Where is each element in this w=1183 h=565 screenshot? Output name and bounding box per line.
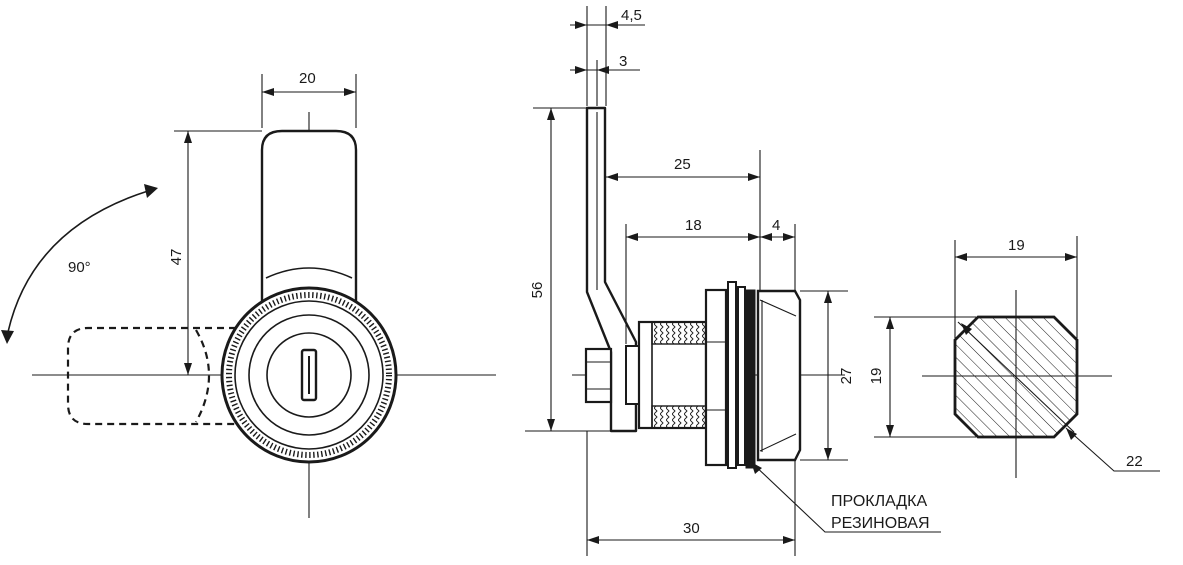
dimension-front-width: 20	[299, 70, 316, 87]
dimension-thickness-plate: 3	[619, 53, 627, 70]
dim-19v-arrow-bottom	[886, 425, 894, 437]
dim-18-arrow-right	[748, 233, 760, 241]
dimension-length-18: 18	[685, 217, 702, 234]
dim-19h-arrow-right	[1065, 253, 1077, 261]
cam-arm-curve	[265, 267, 353, 279]
rotated-cam-arc	[195, 329, 210, 423]
cam-spacer	[625, 345, 640, 405]
dim-3-arrow-left	[575, 66, 587, 74]
lock-ring-knurl	[226, 292, 392, 458]
dim-30-arrow-left	[587, 536, 599, 544]
dim-20-arrow-left	[262, 88, 274, 96]
dimension-length-4: 4	[772, 217, 780, 234]
dimension-square-width: 19	[1008, 237, 1025, 254]
dim-19h-arrow-left	[955, 253, 967, 261]
washer-1	[727, 281, 737, 469]
dim-4-arrow-right	[783, 233, 795, 241]
dim-56-arrow-bottom	[547, 419, 555, 431]
rotation-arrow-arc	[7, 190, 149, 333]
rotated-cam-outline	[66, 326, 236, 426]
rotation-arrowhead-bottom	[1, 330, 14, 344]
diagonal-leader-arrow	[1066, 428, 1077, 440]
gasket-label-line1: ПРОКЛАДКА	[831, 493, 927, 510]
dimension-diameter-27: 27	[838, 368, 855, 385]
dimension-rotation-angle: 90°	[68, 259, 91, 276]
dimension-front-height: 47	[168, 249, 185, 266]
dim-47-arrow-bottom	[184, 363, 192, 375]
diagonal-arrow-top	[961, 323, 972, 335]
dimension-height-56: 56	[529, 282, 546, 299]
dim-47-arrow-top	[184, 131, 192, 143]
dim-45-arrow-left	[575, 21, 587, 29]
dim-4-arrow-left	[760, 233, 772, 241]
rotation-arrowhead-top	[144, 184, 158, 198]
dim-3-arrow-right	[597, 66, 609, 74]
retaining-nut	[584, 347, 613, 404]
dimension-thickness-total: 4,5	[621, 7, 642, 24]
thread-upper	[651, 321, 707, 345]
dim-25-arrow-left	[606, 173, 618, 181]
section-diagonal	[957, 321, 1075, 433]
lock-face	[248, 314, 370, 436]
lock-ring-inner	[234, 300, 384, 450]
dimension-square-height: 19	[868, 368, 885, 385]
dimension-length-25: 25	[674, 156, 691, 173]
dim-27-arrow-top	[824, 291, 832, 303]
dim-30-arrow-right	[783, 536, 795, 544]
side-view: 4,5 3 25 18 4 56	[525, 6, 941, 556]
bezel-taper	[759, 299, 797, 452]
gasket-label-line2: РЕЗИНОВАЯ	[831, 515, 930, 532]
dimension-total-length: 30	[683, 520, 700, 537]
dim-25-arrow-right	[748, 173, 760, 181]
dim-18-arrow-left	[626, 233, 638, 241]
mounting-nut	[704, 288, 728, 467]
diagonal-leader-line	[1065, 427, 1160, 472]
rubber-gasket	[745, 289, 756, 469]
square-section-view: 19 19 22	[868, 236, 1160, 478]
dim-45-arrow-right	[606, 21, 618, 29]
dimension-diagonal: 22	[1126, 453, 1143, 470]
dim-56-arrow-top	[547, 108, 555, 120]
front-view: 90° 20 47	[1, 70, 496, 518]
lock-face-bezel	[756, 289, 802, 462]
dim-19v-arrow-top	[886, 317, 894, 329]
thread-lower	[651, 405, 707, 429]
dim-27-arrow-bottom	[824, 448, 832, 460]
dim-20-arrow-right	[344, 88, 356, 96]
gasket-leader-arrow	[751, 462, 762, 474]
key-cylinder	[266, 332, 352, 418]
gasket-leader-line	[750, 461, 941, 533]
washer-2	[737, 286, 746, 466]
cam-plate	[585, 106, 638, 433]
